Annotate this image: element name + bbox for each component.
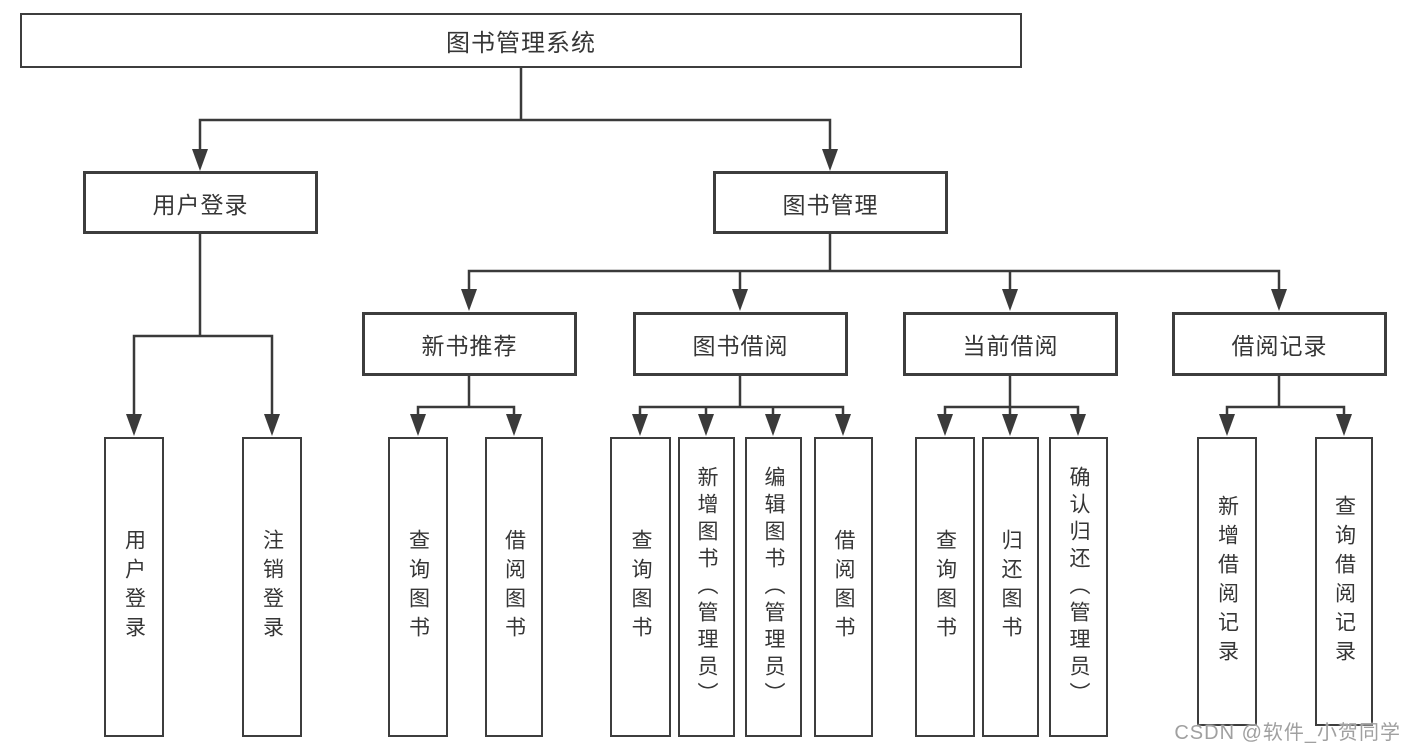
node-borrow-records: 借阅记录	[1172, 312, 1387, 376]
node-user-login: 用户登录	[83, 171, 318, 234]
connector-user-login-children	[126, 234, 280, 436]
leaf-user-login: 用户登录	[104, 437, 164, 737]
connector-borrow-records-children	[1219, 376, 1352, 436]
connector-book-borrow-children	[632, 376, 851, 436]
leaf-recommend-borrow-books: 借阅图书	[485, 437, 543, 737]
leaf-return-books: 归还图书	[982, 437, 1039, 737]
connector-new-book-children	[410, 376, 522, 436]
leaf-borrow-query-books-label: 查询图书	[629, 529, 652, 645]
leaf-query-borrow-record-label: 查询借阅记录	[1332, 494, 1356, 669]
leaf-add-books-admin: 新增图书（管理员）	[678, 437, 735, 737]
node-book-management: 图书管理	[713, 171, 948, 234]
leaf-return-books-label: 归还图书	[999, 529, 1022, 645]
leaf-recommend-query-books-label: 查询图书	[406, 529, 430, 645]
leaf-logout-label: 注销登录	[260, 529, 284, 645]
node-root: 图书管理系统	[20, 13, 1022, 68]
connector-root-to-level2	[192, 68, 838, 171]
node-root-label: 图书管理系统	[446, 30, 596, 57]
leaf-user-login-label: 用户登录	[122, 529, 146, 645]
connector-current-borrow-children	[937, 376, 1086, 436]
leaf-borrow-books-label: 借阅图书	[832, 529, 855, 645]
node-current-borrow-label: 当前借阅	[962, 333, 1059, 359]
leaf-edit-books-admin-label: 编辑图书（管理员）	[762, 465, 785, 709]
leaf-borrow-query-books: 查询图书	[610, 437, 671, 737]
node-borrow-records-label: 借阅记录	[1231, 333, 1328, 359]
node-new-book-recommend-label: 新书推荐	[421, 333, 518, 359]
leaf-query-borrow-record: 查询借阅记录	[1315, 437, 1373, 726]
node-new-book-recommend: 新书推荐	[362, 312, 577, 376]
connector-book-management-to-level3	[461, 234, 1287, 311]
leaf-current-query-books-label: 查询图书	[933, 529, 957, 645]
node-user-login-label: 用户登录	[152, 191, 249, 218]
node-book-borrow: 图书借阅	[633, 312, 848, 376]
leaf-borrow-books: 借阅图书	[814, 437, 873, 737]
leaf-logout: 注销登录	[242, 437, 302, 737]
leaf-add-borrow-record: 新增借阅记录	[1197, 437, 1257, 726]
node-current-borrow: 当前借阅	[903, 312, 1118, 376]
leaf-confirm-return-admin-label: 确认归还（管理员）	[1067, 465, 1090, 709]
leaf-edit-books-admin: 编辑图书（管理员）	[745, 437, 802, 737]
leaf-current-query-books: 查询图书	[915, 437, 975, 737]
leaf-recommend-query-books: 查询图书	[388, 437, 448, 737]
csdn-watermark: CSDN @软件_小贺同学	[1174, 722, 1401, 744]
node-book-borrow-label: 图书借阅	[692, 333, 789, 359]
leaf-recommend-borrow-books-label: 借阅图书	[502, 529, 526, 645]
leaf-confirm-return-admin: 确认归还（管理员）	[1049, 437, 1108, 737]
leaf-add-books-admin-label: 新增图书（管理员）	[695, 465, 718, 709]
leaf-add-borrow-record-label: 新增借阅记录	[1215, 494, 1239, 669]
node-book-management-label: 图书管理	[782, 191, 879, 218]
